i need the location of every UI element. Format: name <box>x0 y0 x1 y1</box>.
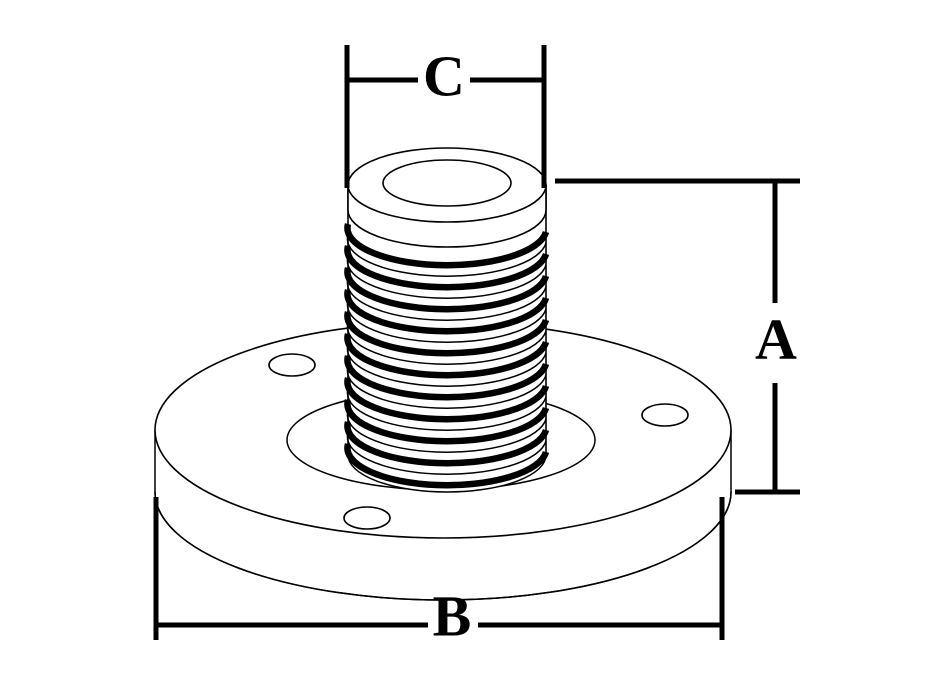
thread-ridge <box>344 267 550 313</box>
thread-ridge <box>344 443 550 489</box>
thread-ridge <box>344 355 550 401</box>
thread-ridge <box>344 377 550 423</box>
thread-ridge <box>344 399 550 445</box>
bolt-hole-left <box>268 353 316 377</box>
thread-ridge <box>344 421 550 467</box>
dimension-b: B <box>153 497 725 648</box>
thread-valley <box>346 366 547 409</box>
dim-b-label: B <box>433 583 472 648</box>
thread-top-outer-edge <box>347 147 547 223</box>
dimension-a: A <box>555 178 800 495</box>
thread-ridge <box>344 289 550 335</box>
thread-ridge <box>344 311 550 357</box>
thread-ridge <box>344 245 550 291</box>
thread-valley <box>346 322 547 365</box>
thread-bottom-edge <box>347 454 547 493</box>
thread-valley <box>346 256 547 299</box>
dim-a-label: A <box>755 306 797 371</box>
thread-valley <box>346 234 547 277</box>
thread-valley <box>346 300 547 343</box>
thread-valley <box>346 278 547 321</box>
thread-ridge <box>344 223 550 269</box>
thread-valley <box>346 432 547 475</box>
thread-valley <box>346 344 547 387</box>
threaded-boss <box>344 147 550 493</box>
thread-valley <box>346 410 547 453</box>
thread-ridge <box>344 333 550 379</box>
thread-bore-edge <box>382 159 512 207</box>
bolt-hole-group <box>268 353 689 530</box>
thread-ridges <box>344 223 550 489</box>
bolt-hole-front <box>343 506 391 530</box>
dimension-c: C <box>344 43 547 188</box>
flange-bottom-edge <box>154 491 732 601</box>
bolt-hole-right <box>641 403 689 427</box>
dim-c-label: C <box>423 43 465 108</box>
thread-valley <box>346 388 547 431</box>
